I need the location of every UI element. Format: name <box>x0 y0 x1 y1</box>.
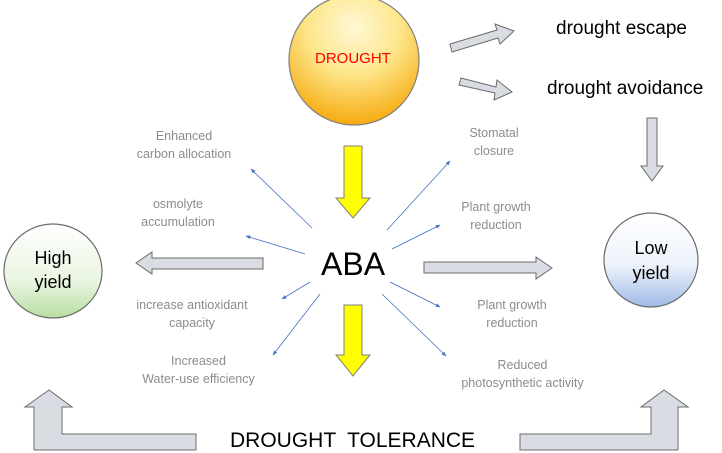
high-yield-label: High yield <box>34 248 72 292</box>
gray-arrow-to-drought-avoidance <box>458 77 513 101</box>
gray-arrow-to-low-yield <box>423 256 553 280</box>
low-yield-circle <box>603 212 699 308</box>
high-yield-circle <box>3 223 103 319</box>
low-yield-label: Low yield <box>632 238 670 283</box>
thin-arrow-growth-1 <box>391 224 441 250</box>
thin-arrow-photosynthesis <box>381 293 447 357</box>
gray-arrow-to-high-yield <box>135 251 264 275</box>
thin-arrow-carbon <box>250 168 313 229</box>
drought-avoidance-label: drought avoidance <box>547 78 704 99</box>
thin-arrow-growth-2 <box>389 281 441 308</box>
thin-arrows-group <box>245 160 451 357</box>
bent-arrow-to-high-yield <box>23 389 197 451</box>
drought-circle <box>288 0 420 126</box>
gray-arrow-to-drought-escape <box>449 23 515 53</box>
drought-tolerance-label: DROUGHT TOLERANCE <box>230 429 476 452</box>
effect-carbon-allocation: Enhanced carbon allocation <box>136 129 232 161</box>
effect-osmolyte-accumulation: osmolyte accumulation <box>141 197 215 229</box>
thin-arrow-stomatal <box>386 160 451 231</box>
effect-water-use-efficiency: Increased Water-use efficiency <box>142 354 255 386</box>
drought-label: DROUGHT <box>315 50 391 67</box>
thin-arrow-osmolyte <box>245 235 306 255</box>
effect-reduced-photosynthesis: Reduced photosynthetic activity <box>461 358 584 390</box>
thin-arrow-water-use <box>272 293 321 356</box>
effect-stomatal-closure: Stomatal closure <box>469 126 519 158</box>
effect-plant-growth-reduction-1: Plant growth reduction <box>461 200 531 232</box>
yellow-arrow-aba-to-tolerance <box>334 304 372 377</box>
gray-arrow-avoidance-to-low-yield <box>640 117 664 182</box>
effect-antioxidant-capacity: increase antioxidant capacity <box>136 298 248 330</box>
effect-plant-growth-reduction-2: Plant growth reduction <box>477 298 547 330</box>
drought-escape-label: drought escape <box>556 18 687 39</box>
bent-arrow-to-low-yield <box>519 389 690 451</box>
thin-arrow-antioxidant <box>281 281 311 300</box>
yellow-arrow-drought-to-aba <box>334 145 372 219</box>
aba-label: ABA <box>321 246 386 282</box>
